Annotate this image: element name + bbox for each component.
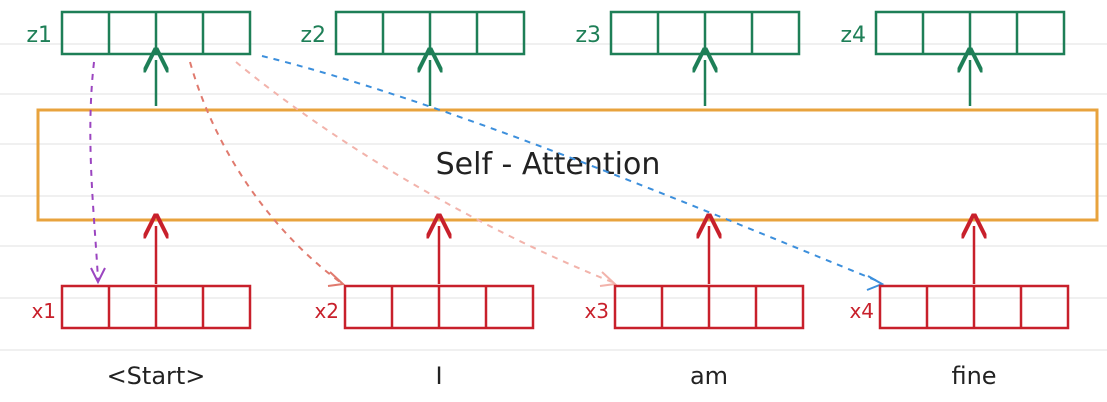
arrowhead-x4 [866,275,885,291]
arrowhead-x1 [90,267,106,285]
input-vector-1 [60,284,252,330]
input-vector-3 [613,284,805,330]
self-attention-block [36,108,1099,222]
attention-link-z1-x2 [189,61,341,283]
input-token-3: am [690,362,728,390]
input-token-1: <Start> [107,362,206,390]
arrowhead-x2 [327,271,346,287]
input-label-3: x3 [584,299,609,323]
input-label-4: x4 [849,299,874,323]
attention-link-arrowheads [90,267,885,291]
attention-links [89,55,881,283]
output-label-1: z1 [26,23,52,48]
output-label-3: z3 [575,23,601,48]
self-attention-label: Self - Attention [436,147,661,182]
output-label-2: z2 [300,23,326,48]
attention-link-z1-x3 [235,61,613,283]
attention-link-z1-x1 [89,61,99,281]
ruled-lines [0,43,1107,351]
attention-link-z1-x4 [261,55,881,283]
input-vector-4 [878,284,1070,330]
input-label-1: x1 [31,299,56,323]
arrowhead-x3 [599,271,618,287]
input-token-4: fine [951,362,996,390]
output-vector-3 [609,10,801,56]
output-vector-1 [60,10,252,56]
input-vector-2 [343,284,535,330]
input-token-2: I [435,362,442,390]
output-vectors: z1 z2 z3 z4 [26,10,1066,106]
output-vector-2 [334,10,526,56]
output-vector-4 [874,10,1066,56]
input-label-2: x2 [314,299,339,323]
output-label-4: z4 [840,23,866,48]
